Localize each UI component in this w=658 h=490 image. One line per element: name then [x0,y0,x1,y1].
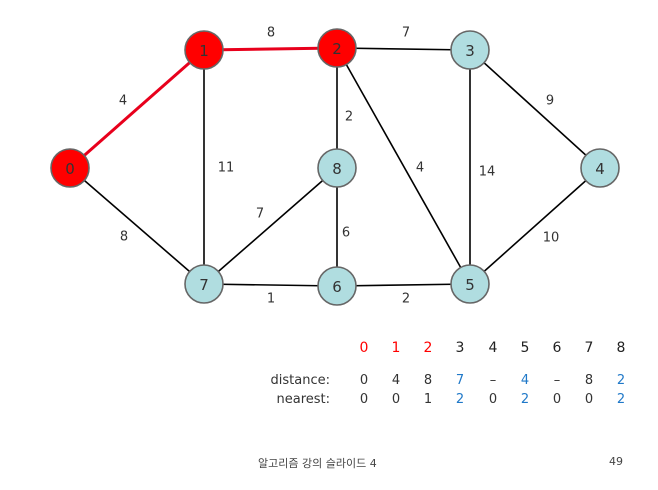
table-header-3: 3 [455,340,465,356]
table-header-2: 2 [423,340,433,356]
table-cell: 2 [616,392,626,407]
node-circle-7 [184,264,224,304]
table-cell: 8 [584,373,594,388]
table-cell: – [489,373,497,388]
node-0-visited: 0 [50,148,90,188]
edge-weight-0-7: 8 [120,230,128,245]
table-header-1: 1 [391,340,401,356]
table-header-6: 6 [552,340,562,356]
node-circle-4 [580,148,620,188]
edge-weight-3-4: 9 [546,94,554,109]
node-circle-0 [50,148,90,188]
node-circle-6 [317,266,357,306]
node-6: 6 [317,266,357,306]
node-1-visited: 1 [184,30,224,70]
edge-8-7 [203,167,338,285]
table-header-5: 5 [520,340,530,356]
node-label-1: 1 [199,42,209,60]
node-circle-5 [450,264,490,304]
node-label-0: 0 [65,160,75,178]
footer-title: 알고리즘 강의 슬라이드 4 [258,457,377,470]
table-cell: 7 [455,373,465,388]
table-cell: 2 [455,392,465,407]
edge-7-6 [203,283,338,287]
table-header-7: 7 [584,340,594,356]
edge-0-7 [69,167,205,285]
node-label-2: 2 [332,40,342,58]
table-cell: 4 [520,373,530,388]
table-cell: 0 [359,373,369,388]
table-cell: 0 [359,392,369,407]
table-cell: – [553,373,561,388]
node-label-6: 6 [332,278,342,296]
node-3: 3 [450,30,490,70]
table-row-label: nearest: [276,392,330,407]
edge-weight-8-6: 6 [342,226,350,241]
edge-weight-1-2: 8 [267,26,275,41]
distance-table: 0 1 2 3 4 5 6 7 8 distance: 0 4 8 7 – 4 – 8 2 nearest: 0 0 1 2 0… [270,340,626,407]
edge-0-1-tree [69,48,205,170]
edge-3-4 [469,49,601,169]
edge-weight-4-5: 10 [543,231,560,246]
node-circle-2 [317,28,357,68]
node-8: 8 [317,148,357,188]
edge-2-5 [336,47,471,285]
table-cell: 0 [584,392,594,407]
table-cell: 0 [488,392,498,407]
node-7: 7 [184,264,224,304]
edge-weight-3-5: 14 [479,165,496,180]
edge-weight-2-3: 7 [402,26,410,41]
node-circle-3 [450,30,490,70]
table-cell: 2 [520,392,530,407]
table-cell: 4 [391,373,401,388]
table-row-label: distance: [270,373,330,388]
edge-weight-2-5: 4 [416,161,424,176]
edge-weight-2-8: 2 [345,110,353,125]
table-cell: 0 [552,392,562,407]
graph-diagram: 4 8 7 9 11 8 2 4 14 10 7 6 1 2 0 1 2 3 4 5 6 7 8 [50,26,620,307]
node-label-4: 4 [595,160,605,178]
table-cell: 8 [423,373,433,388]
node-2-visited: 2 [317,28,357,68]
table-cell: 2 [616,373,626,388]
edge-1-2-tree [203,46,338,52]
edge-2-3 [336,47,471,51]
node-label-5: 5 [465,276,475,294]
edge-6-5 [336,283,471,287]
node-circle-1 [184,30,224,70]
node-label-3: 3 [465,42,475,60]
node-label-7: 7 [199,276,209,294]
table-header-4: 4 [488,340,498,356]
edge-4-5 [469,167,601,285]
node-circle-8 [317,148,357,188]
table-header-0: 0 [359,340,369,356]
page-number: 49 [609,455,623,468]
edge-weight-1-7: 11 [218,161,235,176]
node-label-8: 8 [332,160,342,178]
table-header-8: 8 [616,340,626,356]
edge-weight-0-1: 4 [119,94,127,109]
edge-weight-7-6: 1 [267,292,275,307]
node-4: 4 [580,148,620,188]
node-5: 5 [450,264,490,304]
edge-weight-8-7: 7 [256,207,264,222]
table-cell: 0 [391,392,401,407]
edge-weight-6-5: 2 [402,292,410,307]
table-cell: 1 [423,392,433,407]
